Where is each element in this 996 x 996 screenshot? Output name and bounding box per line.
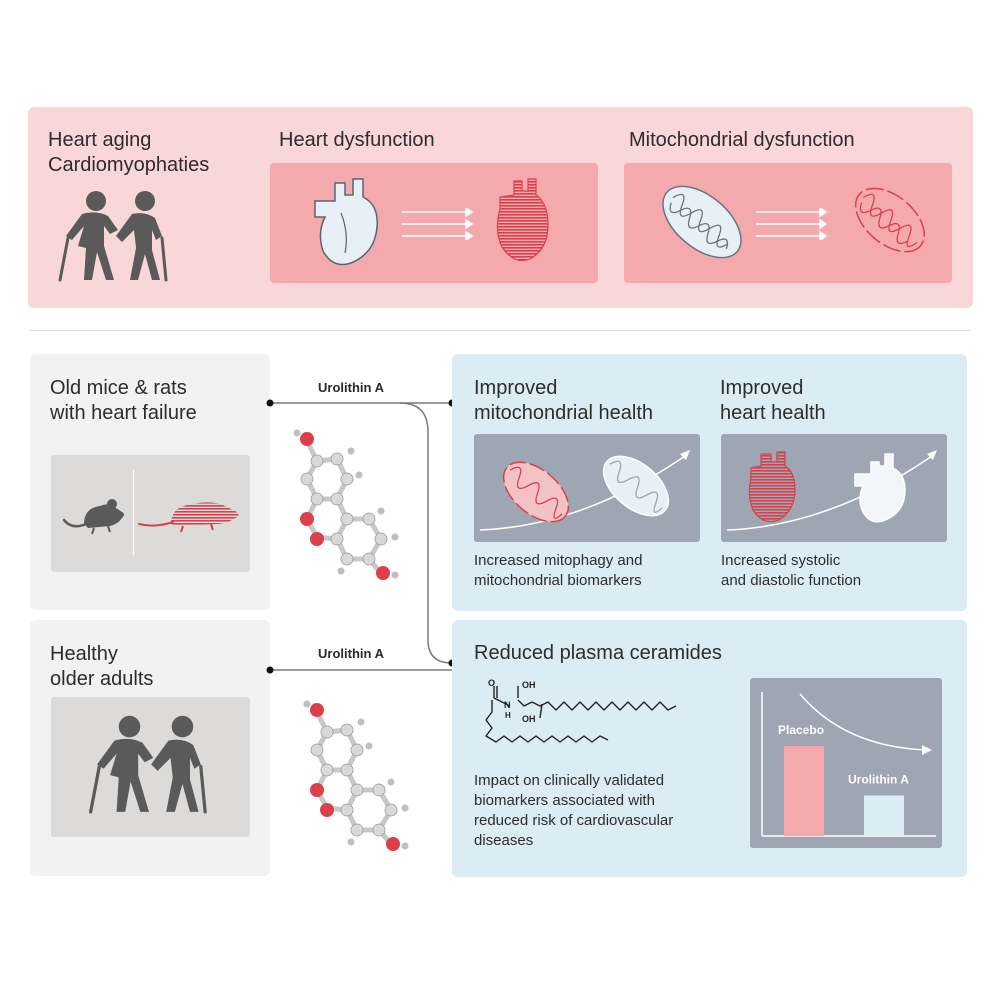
mito-caption-line2: mitochondrial biomarkers [474,572,642,589]
mito-caption-line1: Increased mitophagy and [474,552,643,569]
urolithin-a-molecule-icon [303,700,409,851]
animal-model-title-line2: with heart failure [50,402,197,424]
progression-arrows-icon [402,208,474,240]
healthy-heart-icon [314,178,378,266]
rat-icon [138,502,239,533]
heart-caption-line1: Increased systolic [721,552,841,569]
mito-improvement-illustration [479,450,690,531]
ceramide-caption: Impact on clinically validated biomarker… [474,771,673,851]
bar-urolithin-a [864,795,904,836]
section-divider [30,330,970,331]
ceramide-caption-line1: Impact on clinically validated [474,772,665,789]
ceramide-title: Reduced plasma ceramides [474,642,722,664]
ceramide-caption-line3: reduced risk of cardiovascular [474,812,674,829]
improved-heart-title-line2: heart health [720,402,826,424]
animal-divider-line [133,470,134,555]
hydroxyl-bottom-label: OH [522,714,536,724]
heart-improvement-illustration [726,450,937,531]
improved-heart-title-line1: Improved [720,377,804,399]
hydroxyl-top-label: OH [522,680,536,690]
heart-dysfunction-title: Heart dysfunction [279,129,435,151]
aging-title: Heart aging Cardiomyophaties [48,128,209,178]
oxygen-atom-label: O [488,678,495,688]
bar-placebo [784,746,824,836]
ceramide-caption-line4: diseases [474,832,534,849]
human-model-title-line2: older adults [50,668,154,690]
animal-model-title: Old mice & rats with heart failure [50,376,197,426]
bar-label-placebo: Placebo [778,723,824,737]
ceramide-caption-line2: biomarkers associated with [474,792,655,809]
damaged-mitochondrion-icon [854,187,926,253]
diseased-heart-icon [496,178,549,262]
improved-mito-title-line2: mitochondrial health [474,402,653,424]
heart-caption-line2: and diastolic function [721,572,862,589]
aging-title-line2: Cardiomyophaties [48,154,210,176]
elderly-couple-icon [58,191,168,282]
heart-caption: Increased systolic and diastolic functio… [721,551,861,591]
human-model-title: Healthy older adults [50,642,153,692]
human-model-title-line1: Healthy [50,643,118,665]
trend-curve [799,693,931,751]
ceramide-structure-icon: O N H OH OH [485,678,677,743]
improved-mito-title: Improved mitochondrial health [474,376,653,426]
mito-caption: Increased mitophagy and mitochondrial bi… [474,551,642,591]
elderly-couple-icon [89,715,207,814]
trend-arrowhead [922,745,932,755]
hydrogen-atom-label: H [505,711,511,720]
mito-dysfunction-title: Mitochondrial dysfunction [629,129,855,151]
ceramide-bar-chart: Placebo Urolithin A [761,692,936,837]
progression-arrows-icon [756,208,828,240]
urolithin-a-label: Urolithin A [318,646,384,661]
ceramide-chart-box [750,678,942,848]
improved-heart-title: Improved heart health [720,376,826,426]
bar-label-urolithin-a: Urolithin A [848,773,909,787]
urolithin-a-label: Urolithin A [318,380,384,395]
aging-title-line1: Heart aging [48,129,152,151]
urolithin-a-molecule-icon [293,429,399,580]
mouse-icon [62,499,124,535]
nitrogen-atom-label: N [504,700,511,710]
improved-mito-title-line1: Improved [474,377,558,399]
animal-model-title-line1: Old mice & rats [50,377,187,399]
human-model-image-box [51,697,250,837]
healthy-mitochondrion-icon [662,185,742,259]
